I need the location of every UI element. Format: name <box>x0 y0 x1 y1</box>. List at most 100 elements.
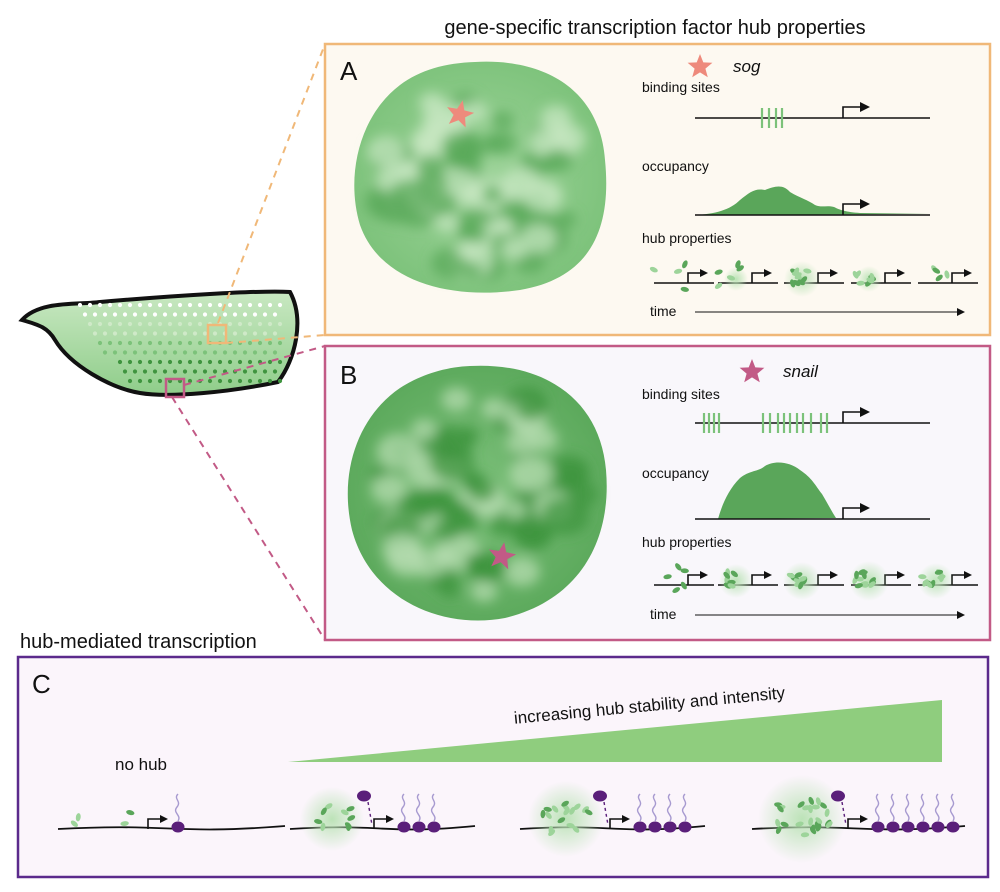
tf-molecule <box>798 576 807 582</box>
tf-molecule <box>649 266 658 273</box>
hub-glow <box>849 561 889 601</box>
tf-molecule <box>944 270 950 279</box>
tf-molecule <box>869 272 875 282</box>
promoter-arrow-icon <box>147 818 162 829</box>
embryo-dot <box>97 321 103 327</box>
tf-molecule <box>70 820 78 827</box>
embryo-dot <box>162 350 168 355</box>
embryo-dot <box>162 331 168 336</box>
embryo-dot <box>132 350 138 355</box>
embryo-dot <box>177 340 183 346</box>
embryo-dot <box>132 312 138 317</box>
embryo-dot <box>122 312 128 317</box>
tf-molecule <box>672 587 681 594</box>
embryo-dot <box>252 369 258 374</box>
embryo-dot <box>147 378 153 384</box>
tf-molecule <box>340 809 349 816</box>
polymerase <box>663 821 677 833</box>
embryo-dot <box>127 340 133 346</box>
embryo-dot <box>177 359 183 365</box>
tf-molecule <box>854 570 859 580</box>
promoter-arrow-icon <box>884 272 899 283</box>
embryo-dot <box>157 359 163 365</box>
embryo-dot <box>122 369 128 374</box>
tf-molecule <box>723 571 731 579</box>
tf-molecule <box>775 818 781 828</box>
texture-blob <box>520 223 558 254</box>
texture-blob <box>541 497 590 536</box>
zoom-line-a-top <box>217 43 326 324</box>
tf-molecule <box>682 260 688 269</box>
texture-blob <box>367 136 406 167</box>
embryo-dot <box>187 359 193 365</box>
polymerase <box>901 821 915 833</box>
embryo-dot <box>252 350 258 355</box>
texture-blob <box>543 148 573 173</box>
polymerase <box>678 821 692 833</box>
texture-blob <box>415 154 446 179</box>
embryo-dot <box>102 350 108 355</box>
embryo-dot <box>257 340 263 346</box>
embryo-dot <box>207 359 213 365</box>
occupancy-curve <box>695 186 930 215</box>
embryo-dot <box>197 340 203 346</box>
embryo-dot <box>212 312 218 317</box>
embryo-dot <box>277 302 283 308</box>
promoter-arrow-icon <box>751 272 766 283</box>
embryo-illustration <box>18 43 326 641</box>
embryo-dot <box>232 312 238 317</box>
embryo-dot <box>247 340 253 346</box>
polymerase <box>357 790 371 802</box>
embryo-dot <box>277 321 283 327</box>
promoter-arrow-icon <box>842 507 862 519</box>
arrow-head-icon <box>860 199 870 209</box>
arrow-head-icon <box>830 571 838 579</box>
embryo-dot <box>147 340 153 346</box>
texture-blob <box>457 222 487 246</box>
embryo-dot <box>187 302 193 308</box>
embryo-dot <box>237 321 243 327</box>
embryo-dot <box>272 350 278 355</box>
embryo-dot <box>167 359 173 365</box>
tf-molecule <box>918 574 927 580</box>
texture-blob <box>488 514 517 537</box>
embryo-dot <box>172 312 178 317</box>
texture-blob <box>387 179 433 216</box>
tf-molecule <box>925 580 933 588</box>
embryo-dot <box>137 321 143 327</box>
embryo-dot <box>152 350 158 355</box>
embryo-dot <box>197 359 203 365</box>
embryo-dot <box>242 331 248 336</box>
embryo-dot <box>262 350 268 355</box>
embryo-dot <box>102 331 108 336</box>
arrow-head-icon <box>860 407 870 417</box>
polymerase <box>633 821 647 833</box>
rna-strand <box>430 793 436 822</box>
promoter-arrow-icon <box>609 818 624 829</box>
embryo-dot <box>172 350 178 355</box>
tf-molecule <box>673 268 683 274</box>
embryo-dot <box>237 302 243 308</box>
embryo-dot <box>152 369 158 374</box>
panel-b: B snail binding sites occ <box>323 344 992 642</box>
tf-molecule <box>680 568 689 574</box>
tf-molecule <box>800 276 808 284</box>
embryo-dot <box>272 369 278 374</box>
embryo-dot <box>227 378 233 384</box>
tf-molecule <box>934 569 944 575</box>
embryo-dot <box>127 321 133 327</box>
texture-blob <box>515 395 548 421</box>
embryo-dot <box>247 321 253 327</box>
binding-sites <box>760 108 784 128</box>
embryo-dot <box>242 312 248 317</box>
embryo-dot <box>232 331 238 336</box>
hub-time-series <box>649 260 978 297</box>
tf-molecule <box>795 821 804 827</box>
embryo-dot <box>187 321 193 327</box>
polymerase <box>886 821 900 833</box>
embryo-dot <box>112 312 118 317</box>
embryo-dot <box>277 340 283 346</box>
legend-star-icon <box>739 359 765 383</box>
tf-molecule <box>324 803 333 810</box>
embryo-dot <box>92 312 98 317</box>
